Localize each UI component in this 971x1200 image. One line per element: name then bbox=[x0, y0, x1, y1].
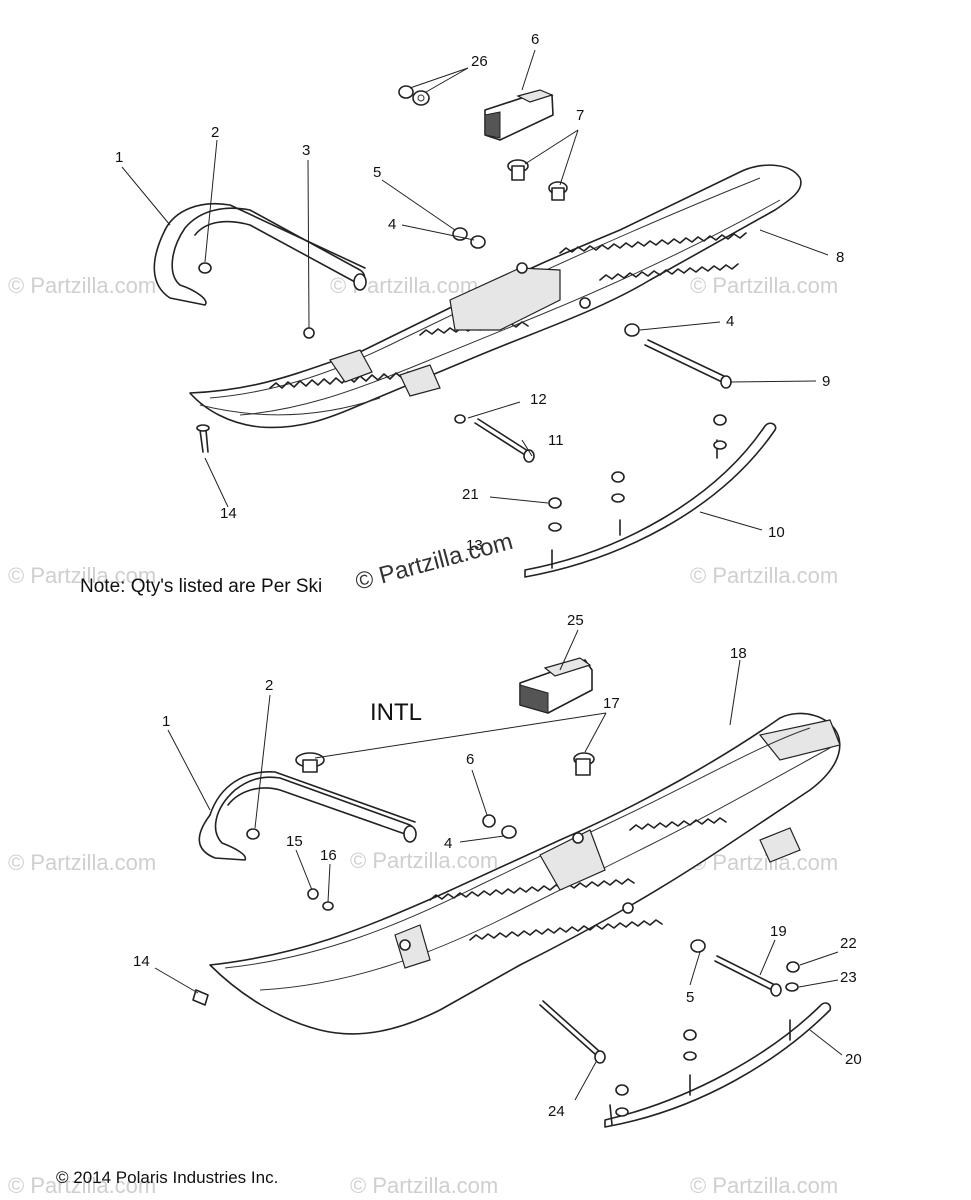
bottom-loop-handle bbox=[198, 771, 417, 861]
top-leaders bbox=[121, 49, 829, 531]
callout-3: 3 bbox=[302, 142, 310, 159]
top-wear-rod bbox=[524, 414, 777, 578]
bottom-callouts: 25 18 17 2 1 6 4 15 16 14 5 19 22 23 20 … bbox=[133, 612, 862, 1120]
callout-20: 20 bbox=[845, 1051, 862, 1068]
callout-7: 7 bbox=[576, 107, 584, 124]
callout-23: 23 bbox=[840, 969, 857, 986]
callout-5: 5 bbox=[686, 989, 694, 1006]
top-bushings bbox=[507, 159, 568, 201]
intl-label: INTL bbox=[370, 699, 422, 726]
bottom-ski-pad bbox=[519, 657, 593, 714]
callout-21: 21 bbox=[462, 486, 479, 503]
callout-14: 14 bbox=[133, 953, 150, 970]
callout-1: 1 bbox=[162, 713, 170, 730]
watermark-text: © Partzilla.com bbox=[8, 563, 156, 588]
center-watermark: © Partzilla.com bbox=[353, 528, 516, 596]
bottom-bushings bbox=[295, 752, 595, 776]
callout-8: 8 bbox=[836, 249, 844, 266]
callout-9: 9 bbox=[822, 373, 830, 390]
callout-16: 16 bbox=[320, 847, 337, 864]
intl-ski-body bbox=[209, 712, 841, 1035]
callout-25: 25 bbox=[567, 612, 584, 629]
callout-4: 4 bbox=[388, 216, 396, 233]
watermark-text: © Partzilla.com bbox=[690, 1173, 838, 1198]
callout-22: 22 bbox=[840, 935, 857, 952]
watermark-text: © Partzilla.com bbox=[8, 850, 156, 875]
callout-24: 24 bbox=[548, 1103, 565, 1120]
callout-11: 11 bbox=[548, 432, 564, 449]
top-ski-pad bbox=[484, 89, 554, 141]
callout-2: 2 bbox=[265, 677, 273, 694]
callout-5: 5 bbox=[373, 164, 381, 181]
callout-6: 6 bbox=[466, 751, 474, 768]
callout-26: 26 bbox=[471, 53, 488, 70]
callout-2: 2 bbox=[211, 124, 219, 141]
callout-4: 4 bbox=[444, 835, 452, 852]
watermark-text: © Partzilla.com bbox=[8, 273, 156, 298]
callout-17: 17 bbox=[603, 695, 620, 712]
watermark-text: © Partzilla.com bbox=[330, 273, 478, 298]
watermark-text: © Partzilla.com bbox=[350, 1173, 498, 1198]
top-washers bbox=[398, 85, 430, 106]
top-ski-assembly bbox=[189, 164, 802, 429]
callout-14: 14 bbox=[220, 505, 237, 522]
watermark-text: © Partzilla.com bbox=[690, 273, 838, 298]
callout-1: 1 bbox=[115, 149, 123, 166]
callout-18: 18 bbox=[730, 645, 747, 662]
callout-13: 13 bbox=[466, 537, 483, 554]
watermark-text: © Partzilla.com bbox=[690, 563, 838, 588]
bottom-leaders bbox=[154, 629, 843, 1101]
callout-15: 15 bbox=[286, 833, 303, 850]
bottom-ski-assembly bbox=[209, 712, 841, 1035]
callout-6: 6 bbox=[531, 31, 539, 48]
watermarks: © Partzilla.com © Partzilla.com © Partzi… bbox=[8, 273, 838, 1198]
copyright-text: © 2014 Polaris Industries Inc. bbox=[56, 1168, 278, 1187]
callout-10: 10 bbox=[768, 524, 785, 541]
callout-19: 19 bbox=[770, 923, 787, 940]
top-callouts: 26 6 7 2 1 3 5 4 8 4 9 12 11 14 21 10 13 bbox=[115, 31, 844, 554]
bottom-wear-rod bbox=[604, 1002, 832, 1128]
watermark-text: © Partzilla.com bbox=[350, 848, 498, 873]
top-hardware bbox=[196, 227, 732, 463]
note-text: Note: Qty's listed are Per Ski bbox=[80, 576, 322, 597]
bottom-hardware bbox=[192, 814, 800, 1064]
callout-12: 12 bbox=[530, 391, 547, 408]
watermark-text: © Partzilla.com bbox=[8, 1173, 156, 1198]
callout-4: 4 bbox=[726, 313, 734, 330]
